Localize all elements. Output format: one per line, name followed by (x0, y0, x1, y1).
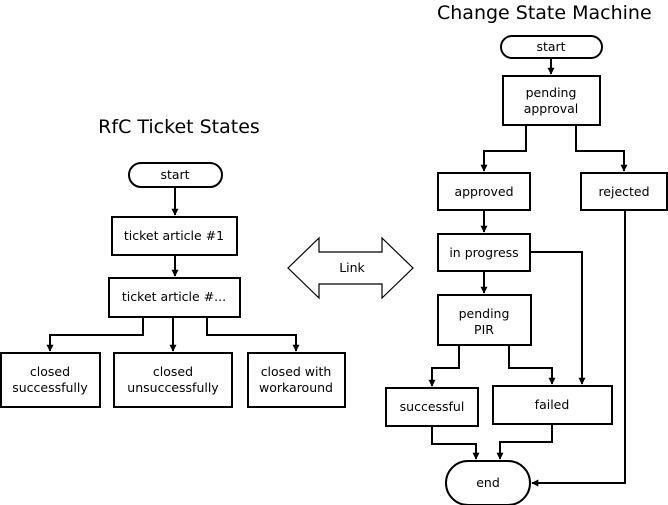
arrow-pending-pir-to-failed (508, 345, 556, 385)
arrow-pending-pir-to-successful (428, 345, 460, 387)
link-double-arrow: Link (287, 236, 414, 300)
arrow-pending-approval-to-approved (480, 125, 527, 172)
rejected-label: rejected (598, 184, 649, 199)
right-start-label: start (536, 39, 565, 54)
closed-with-workaround-line2: workaround (259, 380, 333, 395)
successful-label: successful (400, 399, 465, 414)
approved-label: approved (454, 184, 513, 199)
failed-node: failed (492, 385, 613, 425)
pending-approval-line2: approval (524, 101, 579, 116)
approved-node: approved (437, 172, 531, 211)
link-label: Link (339, 260, 365, 275)
arrow-rejected-to-end (531, 210, 626, 487)
closed-successfully-node: closed successfully (0, 352, 101, 408)
arrow-pending-approval-to-rejected (575, 125, 628, 172)
pending-approval-node: pending approval (502, 75, 601, 126)
rejected-node: rejected (580, 172, 668, 211)
end-label: end (476, 475, 500, 490)
ticket-article-1-label: ticket article #1 (124, 228, 224, 243)
arrow-in-progress-to-failed (530, 251, 586, 385)
pending-pir-line2: PIR (474, 322, 494, 337)
pending-pir-line1: pending (459, 306, 510, 321)
right-diagram-title: Change State Machine (437, 2, 652, 24)
successful-node: successful (385, 387, 479, 427)
left-start-node: start (128, 162, 223, 188)
failed-label: failed (535, 397, 570, 412)
pending-pir-node: pending PIR (437, 294, 532, 346)
arrow-to-closed-successfully (46, 317, 144, 352)
in-progress-label: in progress (449, 245, 518, 260)
closed-with-workaround-line1: closed with (261, 364, 332, 379)
left-diagram-title: RfC Ticket States (98, 116, 260, 138)
pending-approval-line1: pending (526, 85, 577, 100)
ticket-article-1-node: ticket article #1 (111, 216, 238, 256)
closed-unsuccessfully-line2: unsuccessfully (127, 380, 219, 395)
closed-unsuccessfully-node: closed unsuccessfully (113, 352, 233, 408)
in-progress-node: in progress (437, 233, 531, 272)
right-start-node: start (500, 35, 603, 59)
ticket-article-n-node: ticket article #... (108, 277, 241, 318)
arrow-failed-to-end (496, 424, 553, 460)
ticket-article-n-label: ticket article #... (122, 289, 226, 304)
left-start-label: start (160, 167, 189, 182)
closed-successfully-line1: closed (30, 364, 70, 379)
arrow-successful-to-end (431, 426, 480, 460)
arrow-to-closed-workaround (206, 317, 300, 352)
closed-unsuccessfully-line1: closed (153, 364, 193, 379)
closed-with-workaround-node: closed with workaround (247, 352, 346, 408)
end-node: end (445, 460, 531, 505)
closed-successfully-line2: successfully (12, 380, 88, 395)
